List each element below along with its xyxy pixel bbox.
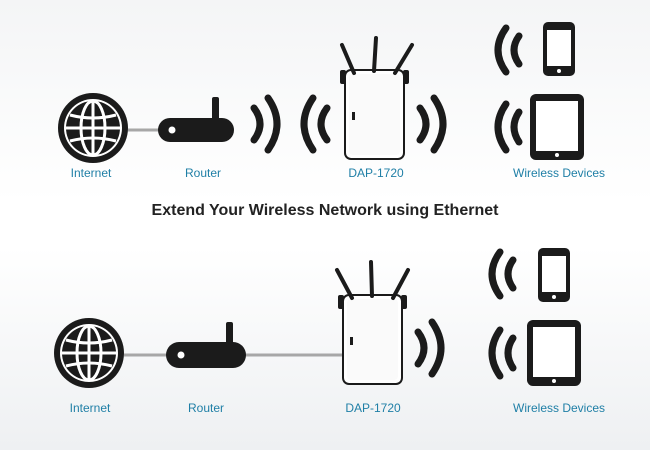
bottom-wireless-devices-label: Wireless Devices <box>512 401 606 415</box>
bottom-access-point-label: DAP-1720 <box>345 401 401 415</box>
top-internet-label: Internet <box>70 166 112 180</box>
bottom-access-point-icon <box>335 260 410 385</box>
bottom-internet-label: Internet <box>69 401 111 415</box>
top-phone-icon <box>543 22 575 76</box>
bottom-signal-tablet-icon <box>488 326 517 380</box>
top-tablet-icon <box>530 94 584 160</box>
top-signal-router-out-icon <box>250 94 281 154</box>
bottom-scenario <box>54 248 581 388</box>
top-scenario <box>58 22 584 163</box>
top-signal-tablet-icon <box>494 100 523 154</box>
top-access-point-label: DAP-1720 <box>348 166 404 180</box>
bottom-signal-ap-out-icon <box>414 318 445 378</box>
bottom-signal-phone-icon <box>488 248 517 300</box>
top-router-icon <box>158 97 234 142</box>
bottom-globe-icon <box>54 318 124 388</box>
bottom-phone-icon <box>538 248 570 302</box>
top-router-label: Router <box>184 166 222 180</box>
top-signal-ap-out-icon <box>416 94 447 154</box>
section-heading: Extend Your Wireless Network using Ether… <box>151 202 499 219</box>
top-access-point-icon <box>340 36 414 160</box>
bottom-router-label: Router <box>187 401 225 415</box>
top-globe-icon <box>58 93 128 163</box>
top-signal-ap-in-icon <box>300 94 331 154</box>
top-wireless-devices-label: Wireless Devices <box>512 166 606 180</box>
bottom-router-icon <box>166 322 246 368</box>
bottom-tablet-icon <box>527 320 581 386</box>
top-signal-phone-icon <box>494 24 523 76</box>
